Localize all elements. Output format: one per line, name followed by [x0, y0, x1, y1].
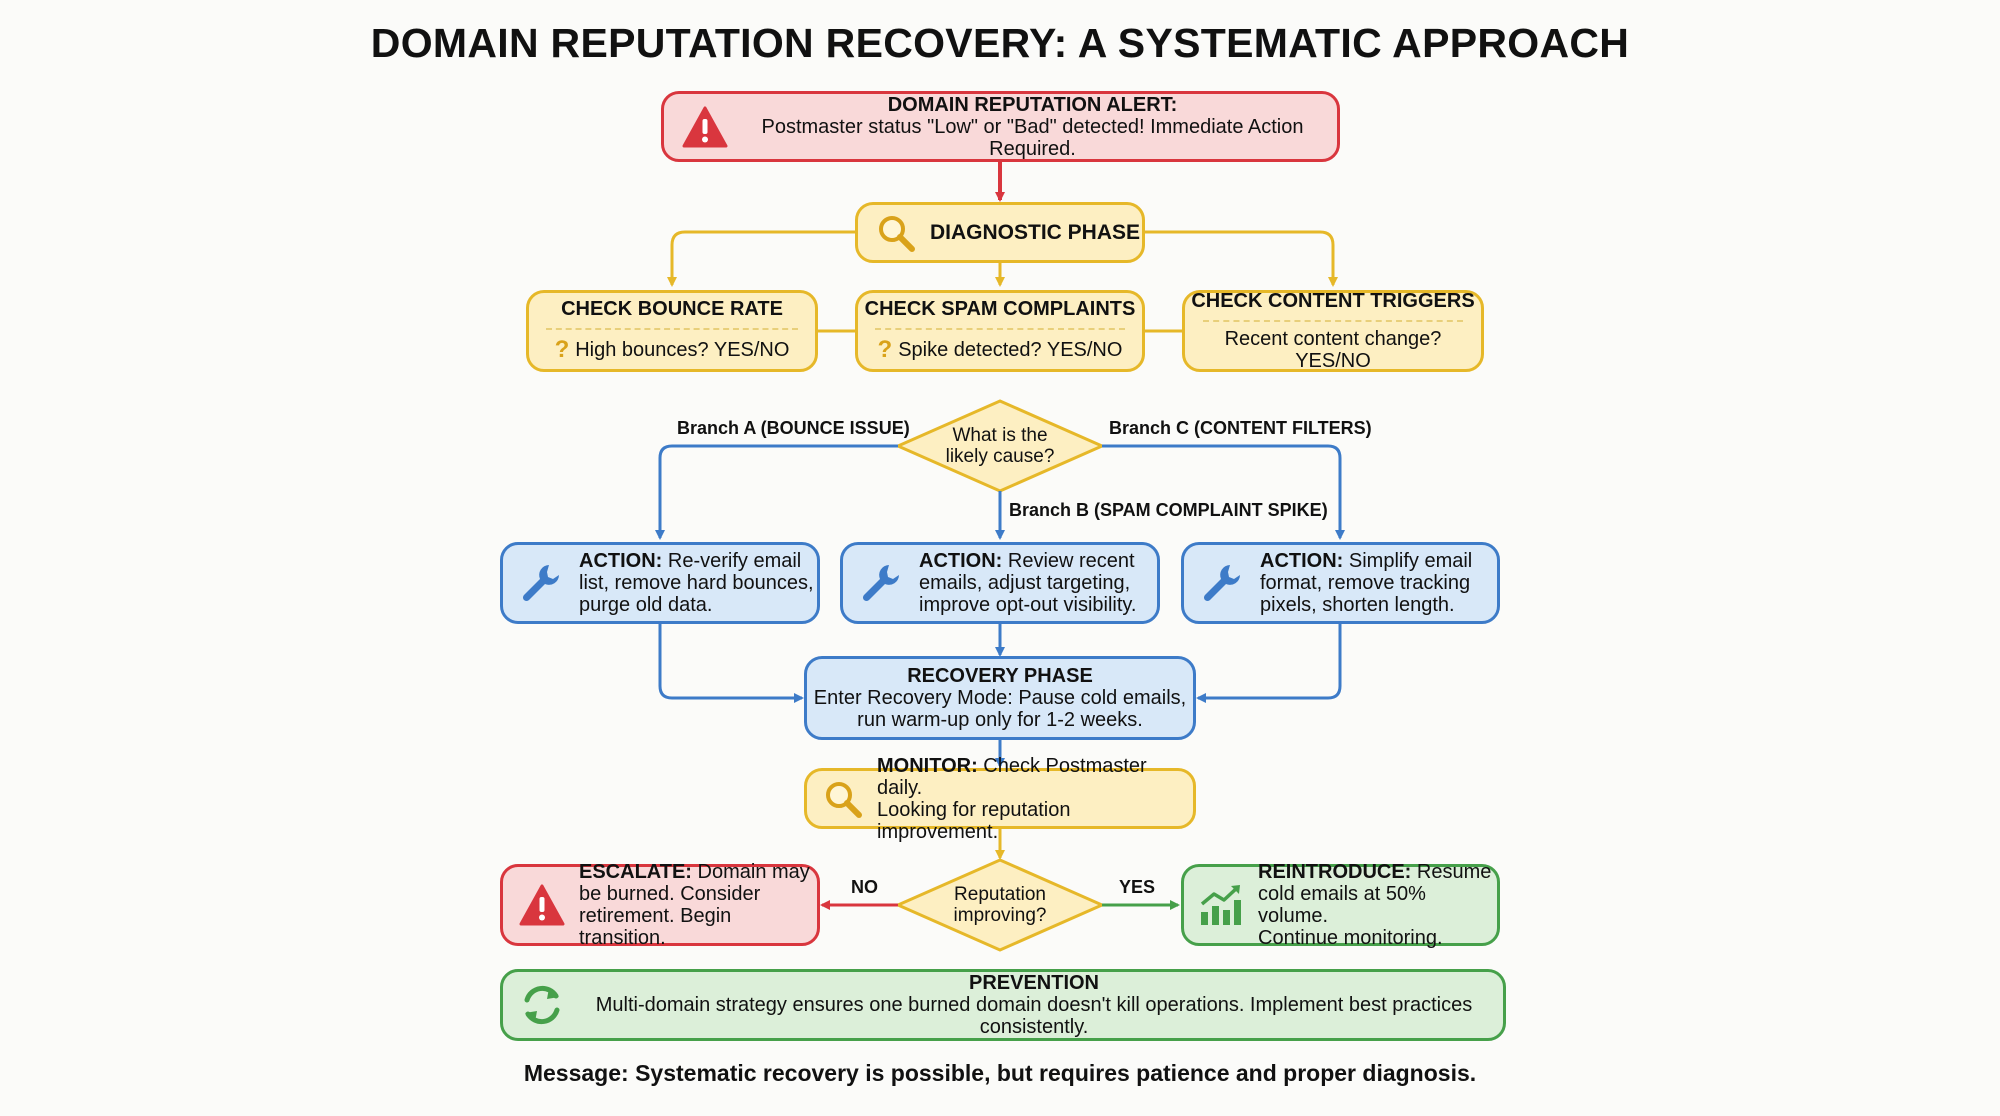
action-line: list, remove hard bounces,	[579, 572, 814, 594]
yes-label: YES	[1119, 877, 1156, 897]
diagnostic-phase-box: DIAGNOSTIC PHASE	[855, 202, 1145, 263]
reintroduce-line2: cold emails at 50% volume.	[1258, 883, 1426, 927]
reintroduce-lead: REINTRODUCE:	[1258, 861, 1412, 883]
escalate-line1: Domain may	[697, 861, 810, 883]
alert-text: Postmaster status "Low" or "Bad" detecte…	[761, 115, 1304, 160]
action-content-text: ACTION: Simplify email format, remove tr…	[1260, 550, 1472, 616]
recovery-heading: RECOVERY PHASE	[907, 665, 1093, 687]
magnifier-icon	[879, 215, 915, 252]
action-lead: ACTION:	[1260, 550, 1344, 572]
monitor-text: MONITOR: Check Postmaster daily. Looking…	[877, 755, 1193, 843]
page-title: DOMAIN REPUTATION RECOVERY: A SYSTEMATIC…	[370, 20, 1630, 66]
action-line: Simplify email	[1348, 550, 1473, 572]
monitor-line1: Check Postmaster daily.	[877, 754, 1147, 799]
escalate-lead: ESCALATE:	[579, 861, 692, 883]
check-bounce-question: High bounces? YES/NO	[575, 339, 790, 361]
action-line: purge old data.	[579, 594, 713, 616]
action-box-bounce: ACTION: Re-verify email list, remove har…	[500, 542, 820, 624]
arrow-branch-a	[655, 444, 898, 540]
escalate-line2: be burned. Consider	[579, 883, 761, 905]
improving-decision-line2: improving?	[953, 905, 1047, 926]
cause-decision-line1: What is the	[952, 425, 1048, 446]
wrench-icon	[1203, 565, 1240, 602]
growth-chart-icon	[1200, 885, 1241, 925]
question-icon: ?	[554, 336, 570, 363]
cause-decision-text: What is the likely cause?	[925, 425, 1075, 467]
improving-decision-diamond	[894, 858, 1106, 952]
no-label: NO	[851, 877, 878, 897]
divider	[875, 328, 1125, 330]
action-line: format, remove tracking	[1260, 572, 1471, 594]
action-line: emails, adjust targeting,	[919, 572, 1131, 594]
recovery-line2: run warm-up only for 1-2 weeks.	[857, 709, 1143, 731]
escalate-box: ESCALATE: Domain may be burned. Consider…	[500, 861, 820, 949]
action-bounce-text: ACTION: Re-verify email list, remove har…	[579, 550, 814, 616]
improving-decision-line1: Reputation	[954, 884, 1046, 905]
alert-heading: DOMAIN REPUTATION ALERT:	[887, 93, 1178, 116]
reintroduce-box: REINTRODUCE: Resume cold emails at 50% v…	[1181, 861, 1500, 949]
arrow-diagnostic-to-content	[1145, 230, 1338, 287]
recovery-line1: Enter Recovery Mode: Pause cold emails,	[813, 687, 1187, 709]
action-line: Review recent	[1007, 550, 1135, 572]
monitor-lead: MONITOR:	[877, 754, 978, 777]
action-lead: ACTION:	[919, 550, 1003, 572]
arrow-action-a-to-recovery	[658, 624, 804, 703]
prevention-text: Multi-domain strategy ensures one burned…	[595, 994, 1473, 1038]
arrow-diagnostic-to-bounce	[667, 230, 855, 287]
recovery-phase-box: RECOVERY PHASE Enter Recovery Mode: Paus…	[804, 656, 1196, 740]
warning-icon	[682, 106, 728, 147]
footer-message: Message: Systematic recovery is possible…	[523, 1060, 1477, 1086]
divider	[546, 328, 798, 330]
escalate-text: ESCALATE: Domain may be burned. Consider…	[579, 861, 817, 949]
reintroduce-text: REINTRODUCE: Resume cold emails at 50% v…	[1258, 861, 1497, 949]
reintroduce-line1: Resume	[1416, 861, 1492, 883]
action-line: Re-verify email	[667, 550, 802, 572]
branch-b-label: Branch B (SPAM COMPLAINT SPIKE)	[1009, 500, 1328, 520]
check-spam-question: Spike detected? YES/NO	[898, 339, 1123, 361]
monitor-box: MONITOR: Check Postmaster daily. Looking…	[804, 755, 1196, 843]
warning-icon	[519, 884, 565, 926]
arrow-branch-c	[1102, 444, 1345, 540]
cause-decision-line2: likely cause?	[945, 446, 1055, 467]
branch-a-label: Branch A (BOUNCE ISSUE)	[677, 418, 910, 438]
check-content-title: CHECK CONTENT TRIGGERS	[1191, 290, 1475, 312]
magnifier-icon	[826, 781, 862, 818]
action-lead: ACTION:	[579, 550, 663, 572]
action-line: pixels, shorten length.	[1260, 594, 1455, 616]
escalate-line3: retirement. Begin transition.	[579, 905, 732, 949]
check-bounce-rate-box: CHECK BOUNCE RATE ?High bounces? YES/NO	[526, 290, 818, 372]
reintroduce-line3: Continue monitoring.	[1258, 927, 1443, 949]
action-box-spam: ACTION: Review recent emails, adjust tar…	[840, 542, 1160, 624]
prevention-heading: PREVENTION	[968, 972, 1100, 994]
wrench-icon	[862, 565, 899, 602]
action-spam-text: ACTION: Review recent emails, adjust tar…	[919, 550, 1136, 616]
improving-decision-text: Reputation improving?	[925, 884, 1075, 926]
divider	[1202, 320, 1464, 322]
diagnostic-label: DIAGNOSTIC PHASE	[930, 220, 1141, 244]
alert-box: DOMAIN REPUTATION ALERT: Postmaster stat…	[661, 91, 1340, 162]
branch-c-label: Branch C (CONTENT FILTERS)	[1109, 418, 1372, 438]
refresh-icon	[524, 985, 560, 1025]
question-icon: ?	[877, 336, 893, 363]
check-content-question: Recent content change? YES/NO	[1224, 328, 1442, 372]
action-box-content: ACTION: Simplify email format, remove tr…	[1181, 542, 1500, 624]
action-line: improve opt-out visibility.	[919, 594, 1137, 616]
prevention-box: PREVENTION Multi-domain strategy ensures…	[500, 969, 1506, 1041]
check-spam-complaints-box: CHECK SPAM COMPLAINTS ?Spike detected? Y…	[855, 290, 1145, 372]
check-spam-title: CHECK SPAM COMPLAINTS	[864, 298, 1136, 320]
wrench-icon	[522, 565, 559, 602]
check-bounce-title: CHECK BOUNCE RATE	[561, 298, 783, 320]
check-content-triggers-box: CHECK CONTENT TRIGGERS Recent content ch…	[1182, 290, 1484, 372]
monitor-line2: Looking for reputation improvement.	[877, 798, 1071, 843]
arrow-action-c-to-recovery	[1196, 624, 1342, 703]
